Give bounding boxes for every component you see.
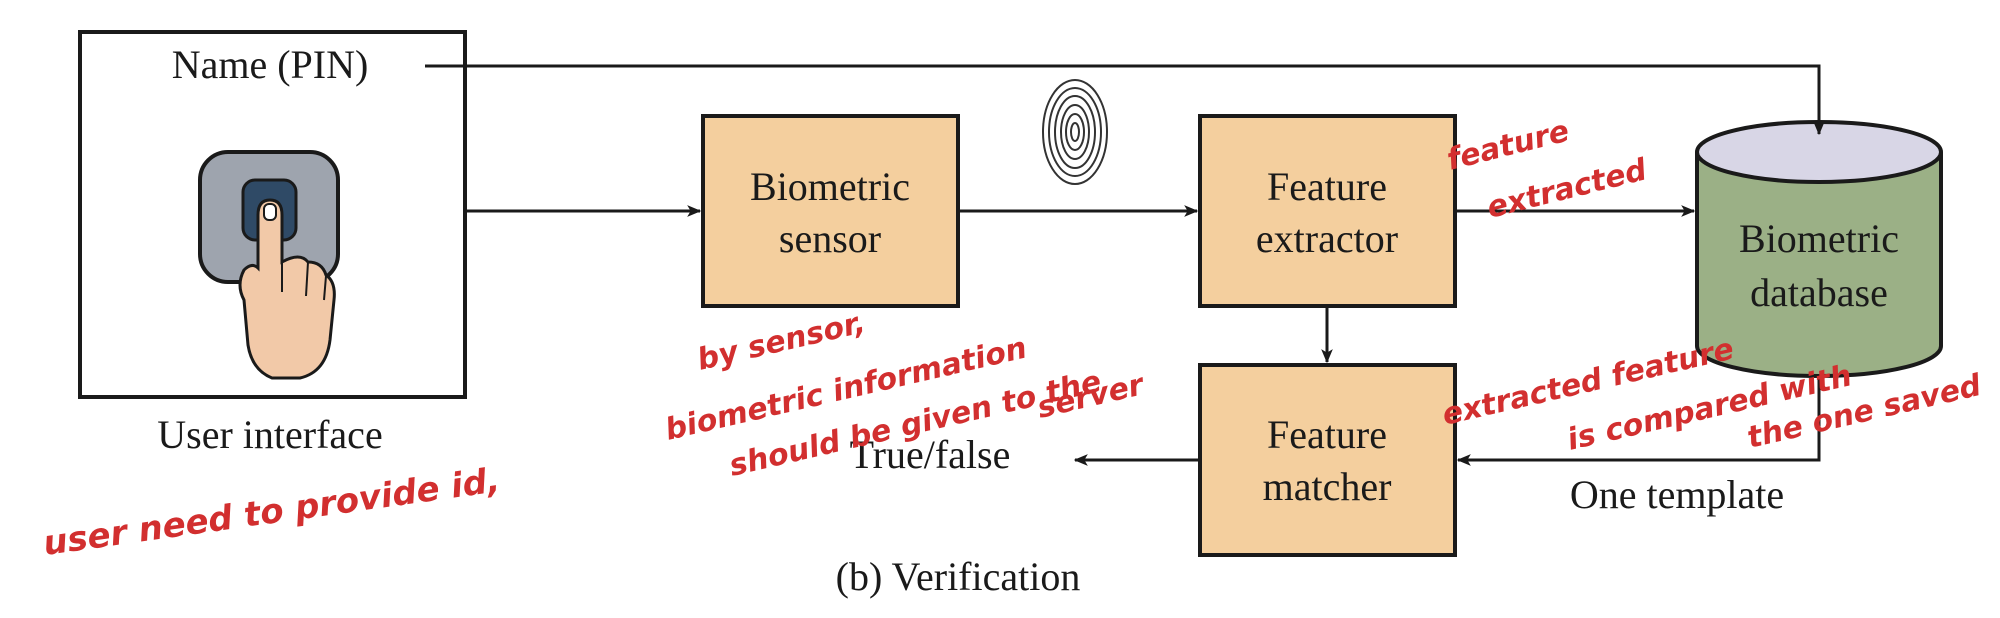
database-label-2: database: [1750, 270, 1888, 315]
true-false-label: True/false: [850, 432, 1011, 477]
fingerprint-icon: [1042, 79, 1108, 185]
user-interface-caption: User interface: [157, 412, 382, 457]
svg-text:by sensor,: by sensor,: [694, 305, 869, 378]
annotation-user-need: user need to provide id,: [41, 460, 503, 564]
sensor-label-1: Biometric: [750, 164, 910, 209]
annotation-feature-extracted: feature extracted: [1443, 114, 1650, 226]
flow-arrows: [425, 64, 1825, 466]
one-template-label: One template: [1570, 472, 1784, 517]
feature-matcher-box: Feature matcher: [1198, 363, 1457, 557]
matcher-label-1: Feature: [1267, 412, 1387, 457]
matcher-label-2: matcher: [1263, 464, 1392, 509]
svg-text:feature: feature: [1443, 114, 1572, 178]
verification-caption: (b) Verification: [836, 554, 1081, 599]
extractor-label-1: Feature: [1267, 164, 1387, 209]
arrow-pin-to-database: [425, 64, 1825, 136]
arrow-database-to-matcher: [1456, 376, 1821, 466]
biometric-sensor-box: Biometric sensor: [701, 114, 960, 308]
user-interface-panel: Name (PIN): [78, 30, 467, 399]
name-pin-label: Name (PIN): [172, 42, 369, 87]
hand-icon: [238, 198, 336, 380]
feature-extractor-box: Feature extractor: [1198, 114, 1457, 308]
fingerprint-scanner-icon: [198, 150, 340, 380]
extractor-label-2: extractor: [1256, 216, 1398, 261]
sensor-label-2: sensor: [779, 216, 881, 261]
database-label-1: Biometric: [1739, 216, 1899, 261]
biometric-database-cylinder: Biometric database: [1695, 120, 1943, 378]
